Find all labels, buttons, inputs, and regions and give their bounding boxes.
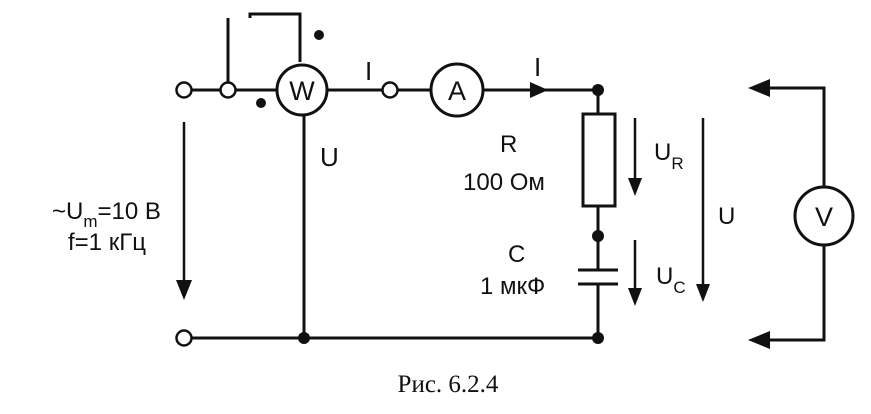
voltmeter-lead-top xyxy=(766,86,826,187)
terminal-left-mid xyxy=(219,81,237,99)
resistor-voltage-sub: R xyxy=(671,154,683,173)
capacitor-voltage-sub: C xyxy=(673,278,685,297)
current-label-2: I xyxy=(534,52,541,82)
source-amplitude-label: ~Um=10 В xyxy=(52,198,161,231)
resistor-voltage-main: U xyxy=(654,139,671,166)
voltmeter-arrow-top xyxy=(748,79,770,97)
capacitor-voltage-label: UC xyxy=(656,263,686,297)
resistor-value-label: 100 Ом xyxy=(463,169,545,196)
capacitor-voltage-main: U xyxy=(656,263,673,290)
wattmeter-polarity-dot-top xyxy=(314,30,324,40)
capacitor-name-label: C xyxy=(508,241,525,268)
node-between-r-c xyxy=(592,230,604,242)
node-top-right xyxy=(592,84,604,96)
uc-arrowhead xyxy=(628,288,642,306)
resistor-voltage-label: UR xyxy=(654,139,684,173)
voltmeter-label: V xyxy=(815,202,833,232)
voltmeter-arrow-bottom xyxy=(748,331,770,349)
resistor-name-label: R xyxy=(500,131,517,158)
source-amplitude-main: ~U xyxy=(52,198,83,225)
current-arrow-2 xyxy=(530,82,548,98)
wattmeter-polarity-dot-left xyxy=(256,98,266,108)
wattmeter-label: W xyxy=(289,76,315,106)
source-amplitude-rest: =10 В xyxy=(98,198,161,225)
node-bottom-right xyxy=(592,332,604,344)
wattmeter xyxy=(275,63,329,117)
ur-arrowhead xyxy=(628,178,642,196)
figure-caption: Рис. 6.2.4 xyxy=(398,371,499,398)
wire-wattmeter-voltage-top xyxy=(248,12,302,62)
terminal-left-top xyxy=(175,81,193,99)
ammeter-label: A xyxy=(448,76,466,106)
source-voltage-arrowhead xyxy=(176,280,192,300)
source-frequency-label: f=1 кГц xyxy=(68,229,146,256)
terminal-left-bottom xyxy=(175,329,193,347)
voltmeter-lead-bottom xyxy=(766,245,826,342)
current-label-1: I xyxy=(365,56,372,86)
total-voltage-label: U xyxy=(718,203,735,230)
total-voltage-arrowhead xyxy=(696,284,710,302)
terminal-middle xyxy=(381,81,399,99)
source-amplitude-sub: m xyxy=(83,212,97,231)
capacitor-value-label: 1 мкФ xyxy=(480,273,545,300)
wattmeter-voltage-label: U xyxy=(320,142,339,172)
resistor xyxy=(581,112,617,208)
node-bottom-middle xyxy=(298,332,310,344)
ammeter xyxy=(429,62,485,118)
